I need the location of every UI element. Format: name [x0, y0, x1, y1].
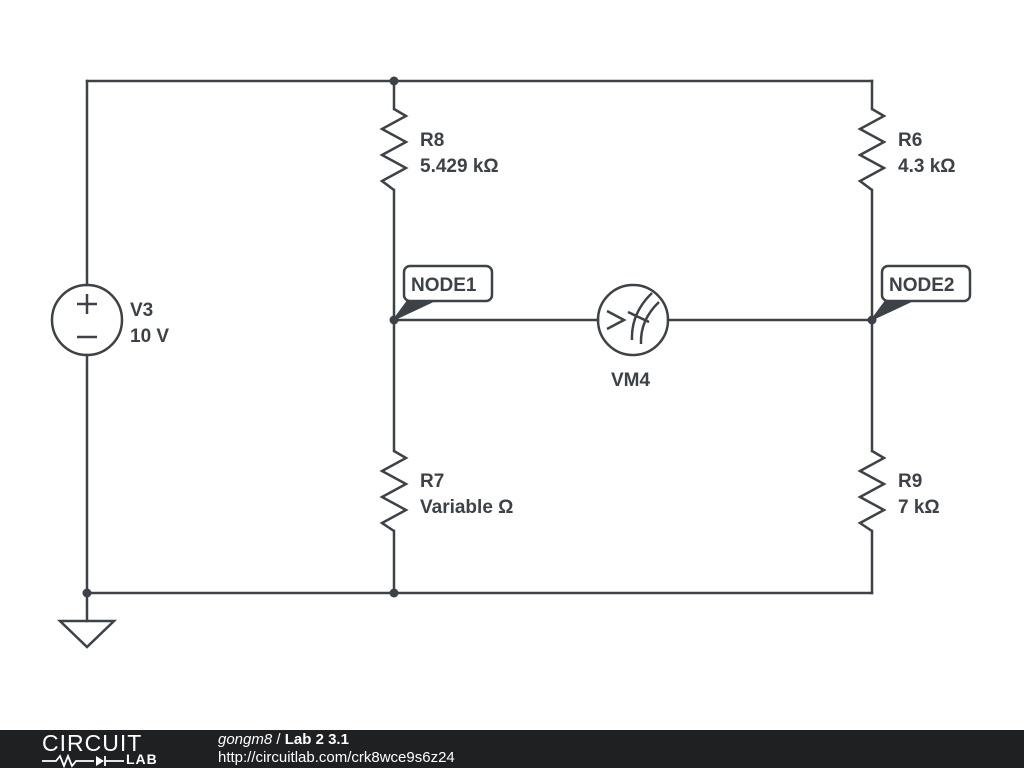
voltage-source-v3[interactable]: V3 10 V	[50, 283, 169, 357]
r9-value: 7 kΩ	[898, 497, 940, 518]
junctions	[82, 76, 877, 598]
r9-name: R9	[898, 471, 922, 492]
r7-value: Variable Ω	[420, 497, 513, 518]
resistor-icon	[379, 449, 409, 533]
voltmeter-icon	[596, 283, 670, 357]
footer-bar: CIRCUIT LAB gongm8 / Lab 2 3.1 http://ci…	[0, 730, 1024, 768]
logo-bottom-text: LAB	[126, 751, 158, 767]
r6-value: 4.3 kΩ	[898, 156, 956, 177]
v3-name: V3	[130, 300, 153, 321]
junction-dot	[389, 588, 399, 598]
circuit-url-link[interactable]: http://circuitlab.com/crk8wce9s6z24	[218, 749, 455, 766]
resistor-r6[interactable]: R6 4.3 kΩ	[857, 107, 956, 191]
circuitlab-logo[interactable]: CIRCUIT LAB	[42, 730, 182, 768]
resistor-r7[interactable]: R7 Variable Ω	[379, 449, 513, 533]
author-link[interactable]: gongm8	[218, 731, 273, 748]
circuit-schematic: V3 10 V R8 5.429 kΩ R6 4.3 kΩ R7 Variabl…	[50, 76, 972, 649]
node1-text: NODE1	[411, 275, 477, 296]
resistor-icon	[857, 107, 887, 191]
logo-top-text: CIRCUIT	[42, 730, 143, 756]
junction-dot	[82, 588, 92, 598]
node-box	[880, 264, 972, 303]
voltmeter-vm4[interactable]: VM4	[596, 283, 670, 391]
vm4-name: VM4	[611, 370, 651, 391]
node-box	[402, 264, 494, 303]
resistor-icon	[379, 107, 409, 191]
r8-value: 5.429 kΩ	[420, 156, 499, 177]
resistor-r8[interactable]: R8 5.429 kΩ	[379, 107, 499, 191]
node-flag	[869, 299, 918, 322]
credit-separator: /	[276, 731, 281, 748]
r7-name: R7	[420, 471, 444, 492]
node2-text: NODE2	[889, 275, 954, 296]
node-label-node1[interactable]: NODE1	[391, 264, 494, 322]
resistor-icon	[857, 449, 887, 533]
wires	[85, 79, 874, 623]
node-flag	[391, 299, 440, 322]
junction-dot	[389, 76, 399, 86]
ground-icon	[56, 619, 118, 649]
resistor-r9[interactable]: R9 7 kΩ	[857, 449, 940, 533]
circuit-credit: gongm8 / Lab 2 3.1 http://circuitlab.com…	[218, 731, 455, 767]
v3-value: 10 V	[130, 326, 169, 347]
voltage-source-icon	[50, 283, 124, 357]
circuit-title: Lab 2 3.1	[284, 731, 349, 748]
logo-waveform-icon	[42, 754, 124, 768]
r6-name: R6	[898, 130, 922, 151]
node-label-node2[interactable]: NODE2	[869, 264, 972, 322]
r8-name: R8	[420, 130, 444, 151]
